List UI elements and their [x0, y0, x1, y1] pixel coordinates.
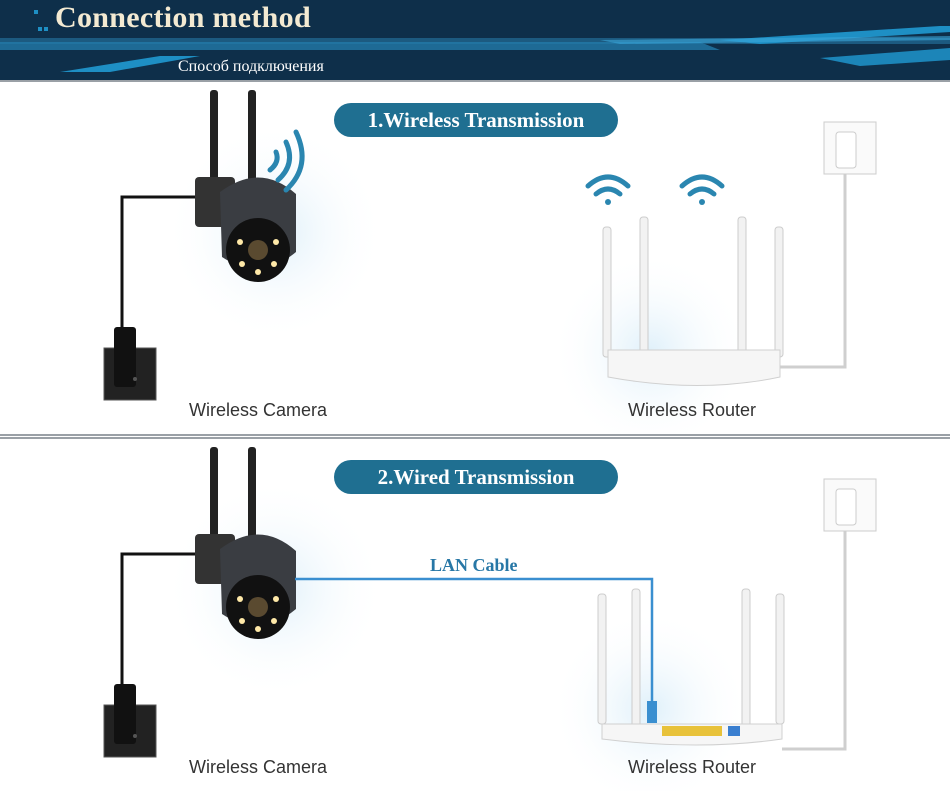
section-title-pill: 1.Wireless Transmission	[334, 103, 618, 137]
lan-cable-label: LAN Cable	[430, 555, 518, 575]
router-signal-glow	[550, 252, 750, 434]
page-subtitle: Способ подключения	[178, 58, 324, 75]
power-socket-icon	[823, 121, 877, 175]
wireless-router-icon	[597, 588, 785, 746]
page-title: Connection method	[55, 1, 311, 34]
section-title-pill: 2.Wired Transmission	[334, 460, 618, 494]
wireless-transmission-panel: 1.Wireless Transmission Wireless Camera …	[0, 80, 950, 436]
wireless-router-icon	[602, 216, 784, 386]
wired-transmission-panel: 2.Wired Transmission LAN Cable Wireless …	[0, 437, 950, 791]
camera-label: Wireless Camera	[189, 757, 328, 777]
security-camera-icon	[195, 447, 296, 639]
wireless-scene	[103, 90, 877, 434]
power-socket-icon	[103, 684, 157, 758]
power-socket-icon	[823, 478, 877, 532]
power-socket-icon	[103, 327, 157, 401]
wired-scene	[103, 447, 877, 791]
camera-label: Wireless Camera	[189, 400, 328, 420]
header-decoration	[0, 10, 950, 72]
lan-cable-icon	[295, 577, 657, 723]
router-label: Wireless Router	[628, 757, 757, 777]
wifi-signal-icon	[585, 174, 725, 205]
wifi-signal-icon	[267, 129, 305, 193]
security-camera-icon	[195, 90, 296, 282]
router-label: Wireless Router	[628, 400, 757, 420]
header-banner: Connection method Способ подключения	[0, 0, 950, 80]
